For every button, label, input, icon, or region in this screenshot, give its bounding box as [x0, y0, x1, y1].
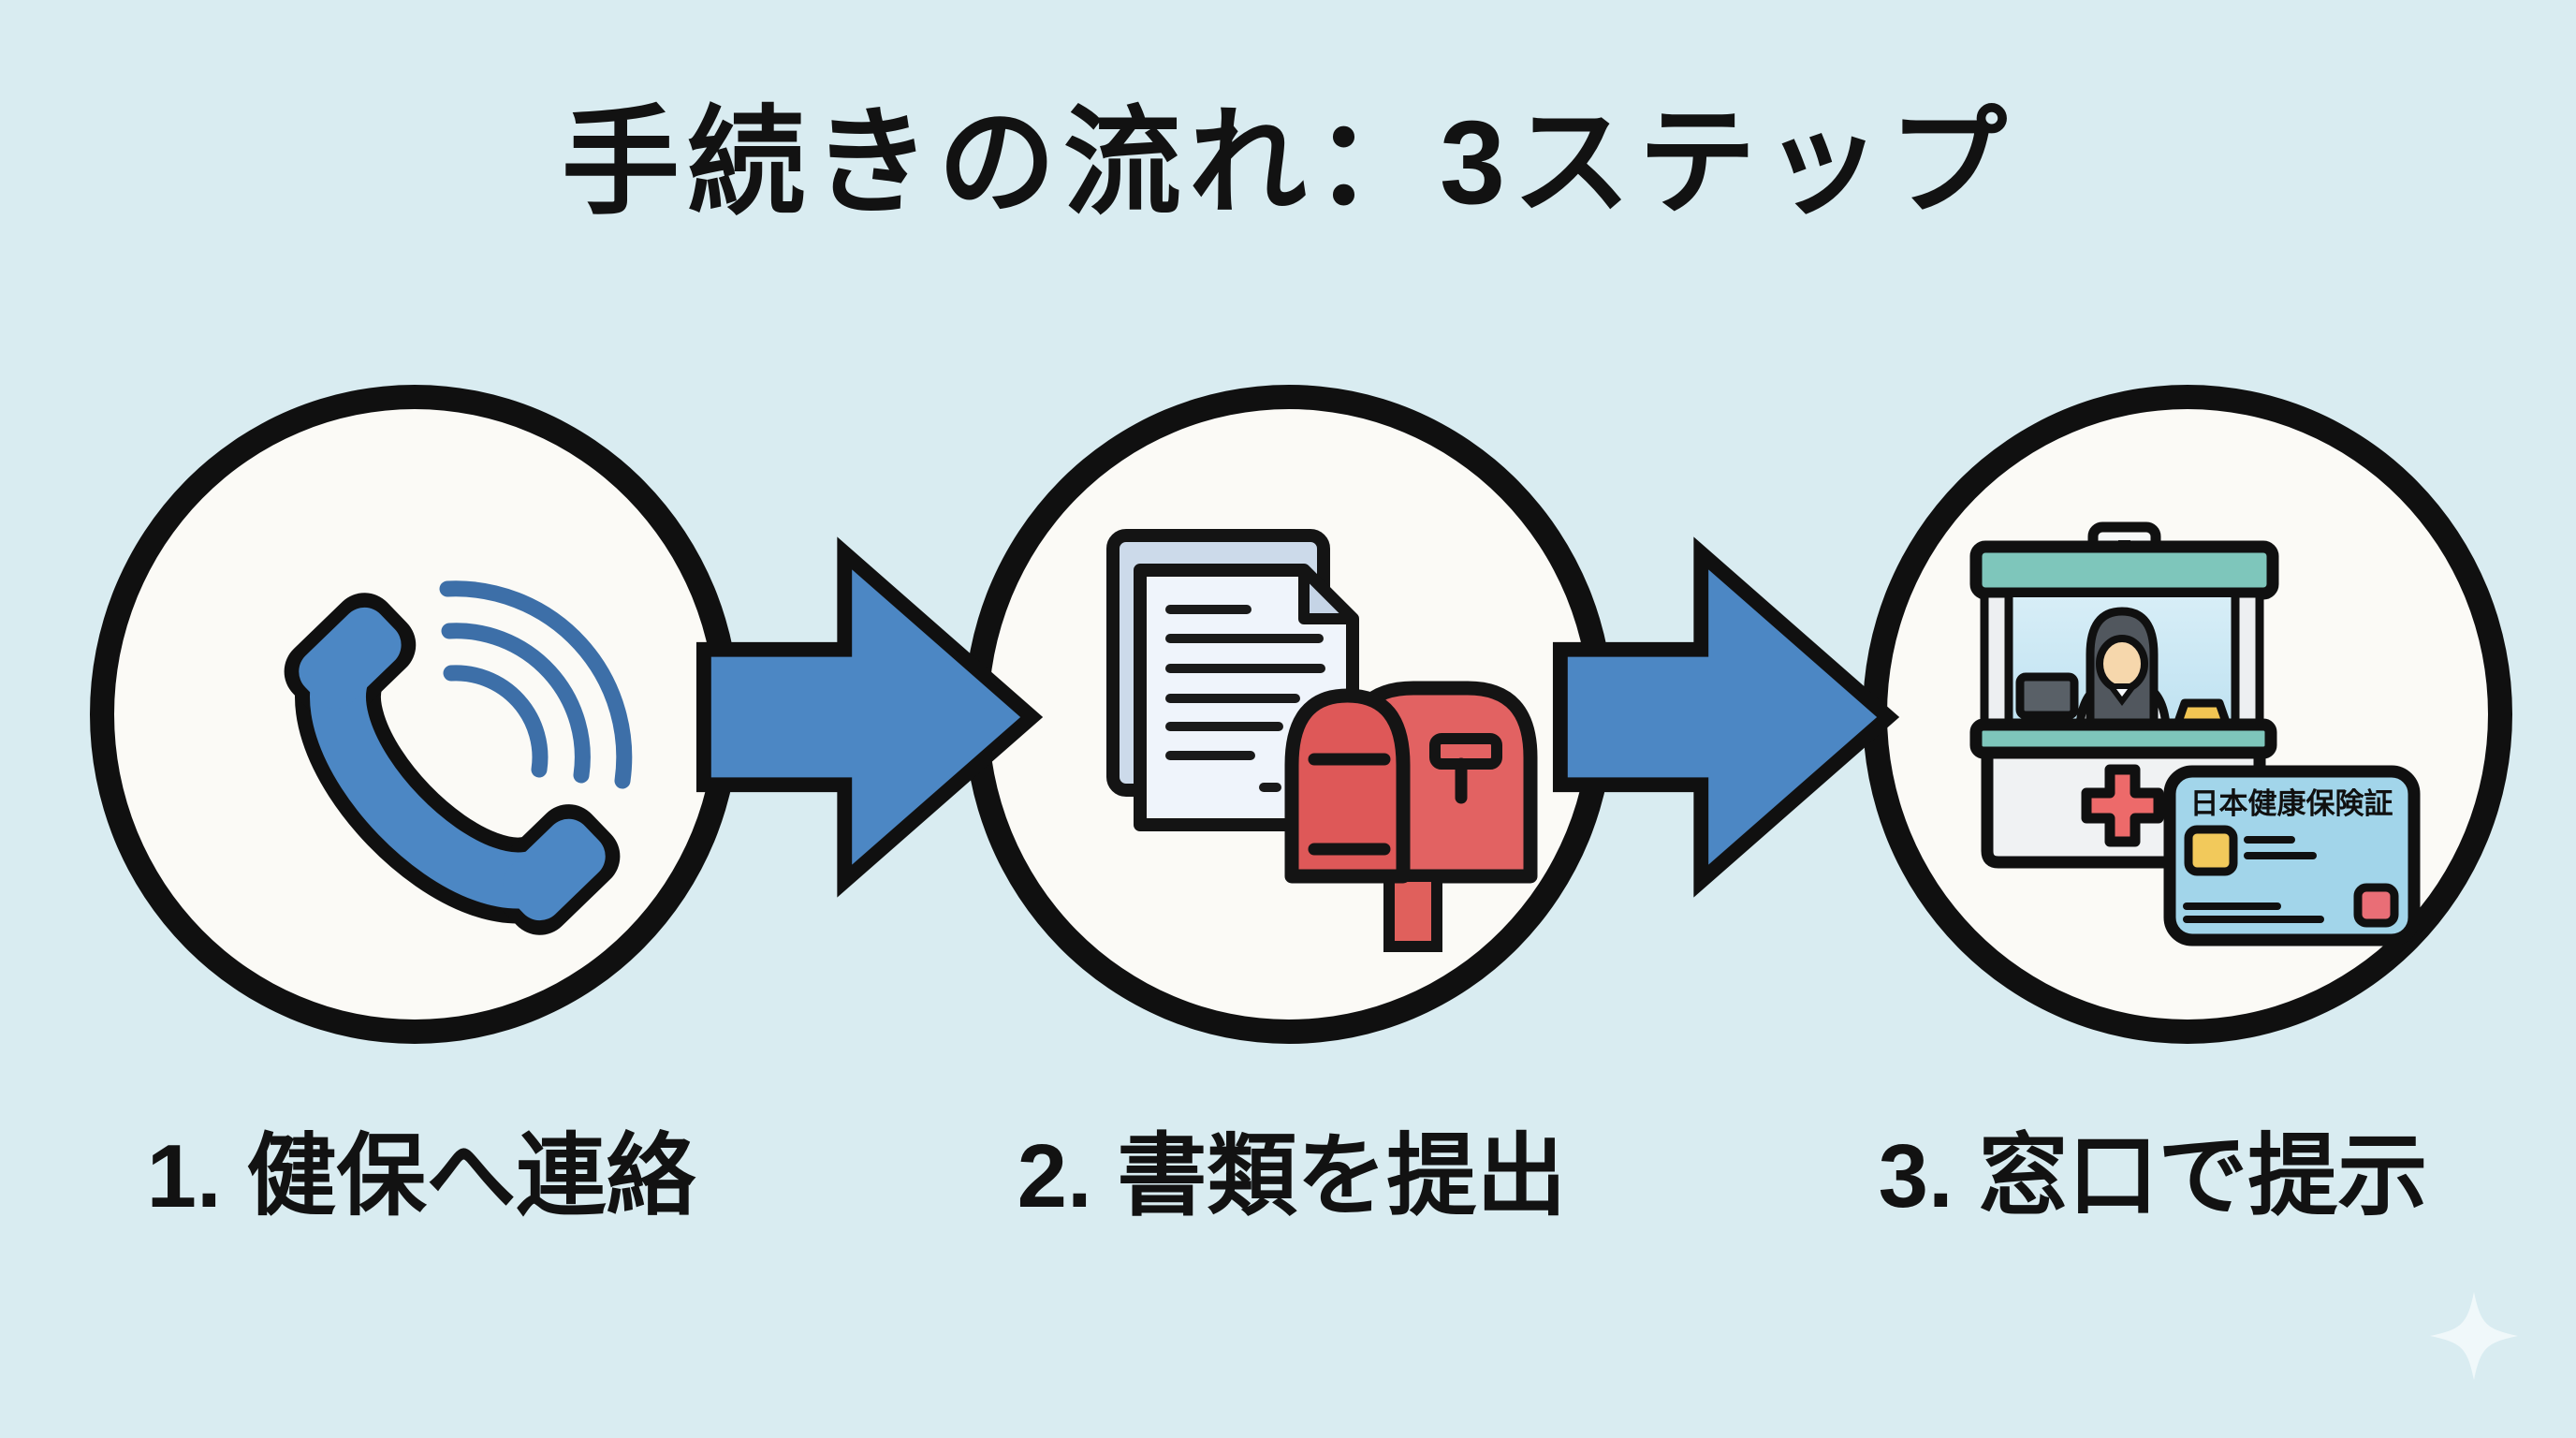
- card-photo-icon: [2353, 883, 2399, 928]
- health-insurance-card-icon: 日本健康保険証: [2163, 765, 2421, 946]
- arrow-right-icon: [695, 536, 1044, 898]
- medical-cross-icon: [2081, 764, 2164, 847]
- phone-handset-icon: [284, 593, 621, 935]
- receptionist-icon: [2075, 607, 2171, 732]
- step-2-circle: [964, 385, 1614, 1044]
- step-2-caption: 2. 書類を提出: [1017, 1126, 1567, 1226]
- sound-waves-icon: [439, 580, 633, 789]
- step-3-caption: 3. 窓口で提示: [1878, 1126, 2428, 1226]
- step-1-circle: [90, 385, 739, 1044]
- reception-counter-icon: 日本健康保険証: [1969, 521, 2421, 946]
- card-chip-icon: [2184, 825, 2238, 876]
- documents-mailbox-icon: [1106, 529, 1538, 952]
- step-3-circle: 日本健康保険証: [1863, 385, 2512, 1044]
- mailbox-icon: [1284, 681, 1538, 952]
- insurance-card-label: 日本健康保険証: [2190, 787, 2393, 820]
- arrow-right-icon: [1552, 536, 1900, 898]
- phone-icon: [284, 580, 633, 935]
- page-title: 手続きの流れ：3ステップ: [561, 96, 2015, 228]
- step-1-caption: 1. 健保へ連絡: [146, 1126, 696, 1226]
- sparkle-icon: [2430, 1292, 2518, 1380]
